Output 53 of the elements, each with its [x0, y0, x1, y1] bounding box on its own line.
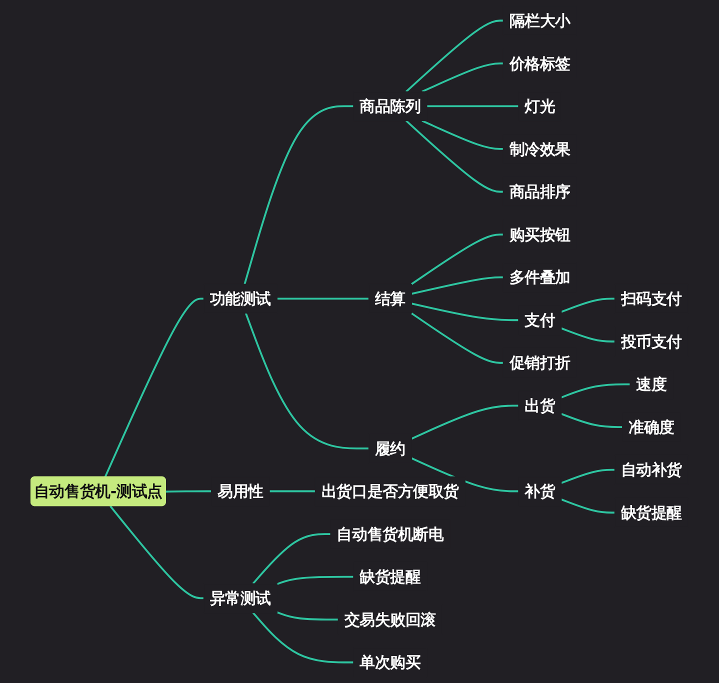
- connector: [560, 468, 615, 484]
- node-text: 缺货提醒: [620, 503, 682, 522]
- node-text: 购买按钮: [509, 225, 570, 244]
- node-text: 功能测试: [210, 290, 271, 308]
- node-text: 支付: [524, 310, 556, 330]
- connector: [410, 312, 504, 364]
- connector: [426, 105, 519, 108]
- node-text: 单次购买: [360, 653, 421, 672]
- connector: [560, 327, 615, 342]
- connector: [405, 20, 504, 92]
- connector: [560, 383, 630, 398]
- node-text: 商品排序: [509, 182, 570, 201]
- connector: [244, 312, 369, 450]
- node-text: 制冷效果: [509, 140, 570, 158]
- connector: [560, 298, 615, 313]
- connector: [405, 120, 504, 193]
- connector: [252, 612, 354, 664]
- node-text: 隔栏大小: [509, 11, 570, 30]
- connector: [422, 120, 504, 150]
- node-text: 异常测试: [210, 589, 271, 608]
- connector: [410, 234, 504, 285]
- node-text: 促销打折: [509, 354, 570, 372]
- connector: [110, 506, 204, 600]
- connector: [269, 490, 316, 492]
- connector: [411, 404, 519, 440]
- node-text: 出货: [524, 396, 556, 415]
- connector: [276, 576, 354, 586]
- connector: [411, 276, 504, 295]
- node-text: 多件叠加: [509, 268, 570, 286]
- connector: [252, 533, 331, 584]
- node-text: 自动售货机断电: [336, 524, 444, 544]
- node-text: 灯光: [524, 97, 556, 116]
- connector: [276, 611, 338, 621]
- connector: [411, 457, 519, 492]
- connector: [560, 412, 622, 428]
- connector: [277, 298, 369, 300]
- connector: [411, 302, 519, 322]
- node-text: 速度: [636, 375, 667, 394]
- node-text: 补货: [524, 482, 556, 500]
- connector: [244, 105, 354, 284]
- connector: [166, 490, 212, 493]
- node-text: 准确度: [628, 418, 674, 436]
- node-text: 价格标签: [509, 54, 570, 73]
- connector: [104, 298, 204, 478]
- connector: [560, 498, 615, 514]
- node-text: 结算: [374, 290, 406, 308]
- node-text: 投币支付: [620, 332, 682, 351]
- node-text: 缺货提醒: [360, 568, 421, 586]
- node-text: 交易失败回滚: [344, 610, 436, 629]
- node-text: 自动补货: [620, 460, 682, 480]
- node-text: 易用性: [218, 482, 264, 500]
- node-text: 履约: [374, 439, 406, 458]
- connector: [422, 62, 504, 93]
